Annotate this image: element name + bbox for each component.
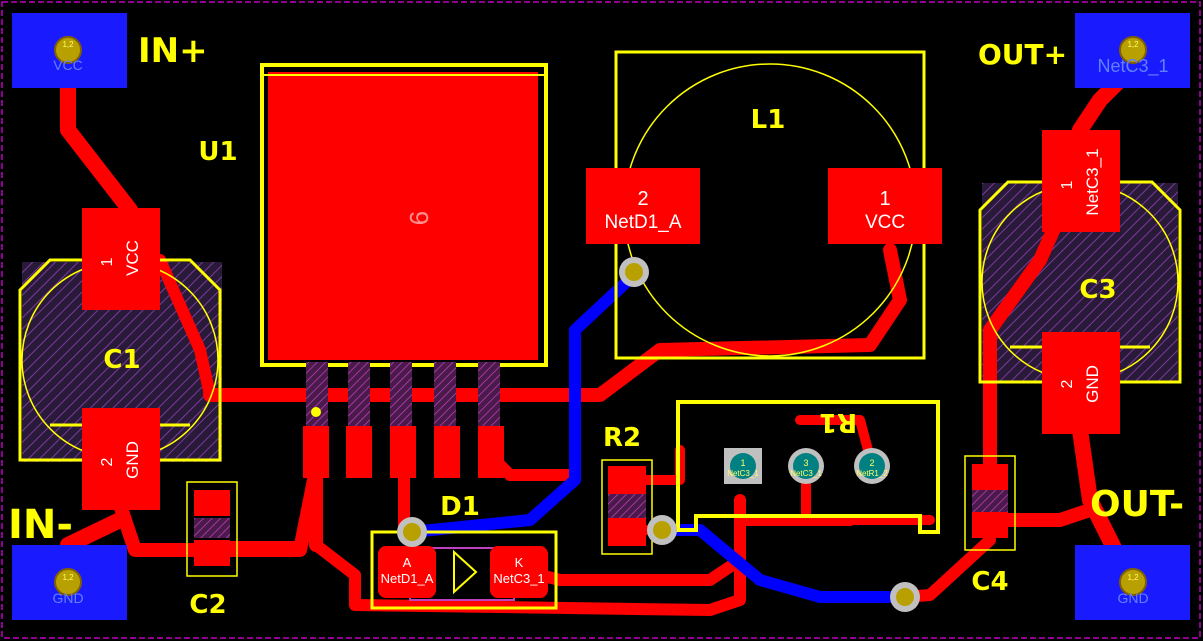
- in-minus-net: GND: [52, 590, 83, 606]
- out-minus-label: OUT-: [1090, 484, 1184, 525]
- d1-cathode-net: NetC3_1: [493, 571, 544, 586]
- c3-pad2-number: 2: [1059, 379, 1076, 388]
- c2-component[interactable]: C2: [186, 481, 238, 620]
- c1-pad1-number: 1: [99, 257, 116, 266]
- out-minus-pad-number: 1,2: [1127, 573, 1139, 582]
- l1-designator: L1: [751, 105, 786, 135]
- r1-designator: R1: [819, 407, 857, 437]
- c3-component[interactable]: 1 NetC3_1 2 GND C3: [978, 130, 1182, 434]
- r2-component[interactable]: R2: [601, 423, 653, 555]
- d1-designator: D1: [440, 492, 480, 522]
- out-minus-net: GND: [1117, 590, 1148, 606]
- r1-pin2-net: NetR1_2: [856, 469, 888, 478]
- c3-pad1-number: 1: [1059, 180, 1076, 189]
- c1-designator: C1: [103, 345, 140, 375]
- out-plus-pad-number: 1,2: [1127, 40, 1139, 49]
- connector-in-minus[interactable]: 1,2 GND: [12, 545, 127, 620]
- l1-pad1-net: VCC: [865, 212, 905, 233]
- r1-pin1-net: NetC3_1: [727, 469, 759, 478]
- via: [890, 582, 920, 612]
- d1-cathode-letter: K: [515, 555, 524, 570]
- d1-anode-letter: A: [403, 555, 412, 570]
- r1-pin3-number: 3: [803, 458, 808, 468]
- d1-anode-net: NetD1_A: [381, 571, 434, 586]
- c3-pad2-net: GND: [1083, 365, 1102, 403]
- r2-designator: R2: [603, 423, 641, 453]
- u1-component[interactable]: 9 U1: [198, 63, 548, 478]
- u1-tab-pad-number: 9: [404, 211, 434, 225]
- r1-pin2-number: 2: [869, 458, 874, 468]
- d1-component[interactable]: A NetD1_A K NetC3_1 D1: [370, 492, 558, 610]
- l1-pad2-number: 2: [637, 188, 648, 210]
- c1-component[interactable]: 1 VCC 2 GND C1: [18, 208, 222, 510]
- c2-designator: C2: [189, 590, 226, 620]
- via: [647, 515, 677, 545]
- out-plus-label: OUT+: [978, 38, 1067, 71]
- u1-designator: U1: [198, 137, 237, 167]
- c4-component[interactable]: C4: [964, 455, 1016, 597]
- r1-component[interactable]: 1 NetC3_1 3 NetC3_1 2 NetR1_2 R1: [676, 400, 940, 534]
- c3-designator: C3: [1079, 275, 1116, 305]
- in-minus-label: IN-: [8, 502, 73, 548]
- via: [397, 517, 427, 547]
- c4-designator: C4: [971, 567, 1008, 597]
- vias: [397, 257, 920, 612]
- l1-pad1-number: 1: [879, 188, 890, 210]
- connector-out-minus[interactable]: 1,2 GND: [1075, 545, 1190, 620]
- out-plus-net: NetC3_1: [1097, 56, 1168, 77]
- in-plus-net: VCC: [53, 57, 83, 73]
- connector-out-plus[interactable]: 1,2 NetC3_1: [1075, 13, 1190, 88]
- c1-pad2-net: GND: [123, 441, 142, 479]
- c1-pad2-number: 2: [99, 457, 116, 466]
- c1-pad1-net: VCC: [123, 240, 142, 276]
- l1-pad2-net: NetD1_A: [604, 212, 681, 233]
- r1-pin1-number: 1: [740, 458, 745, 468]
- in-plus-pad-number: 1,2: [62, 40, 74, 49]
- r1-pin3-net: NetC3_1: [790, 469, 822, 478]
- l1-component[interactable]: 2 NetD1_A 1 VCC L1: [586, 50, 942, 360]
- via: [619, 257, 649, 287]
- in-plus-label: IN+: [138, 31, 208, 71]
- connector-in-plus[interactable]: 1,2 VCC: [12, 13, 127, 88]
- c3-pad1-net: NetC3_1: [1083, 148, 1102, 215]
- in-minus-pad-number: 1,2: [62, 573, 74, 582]
